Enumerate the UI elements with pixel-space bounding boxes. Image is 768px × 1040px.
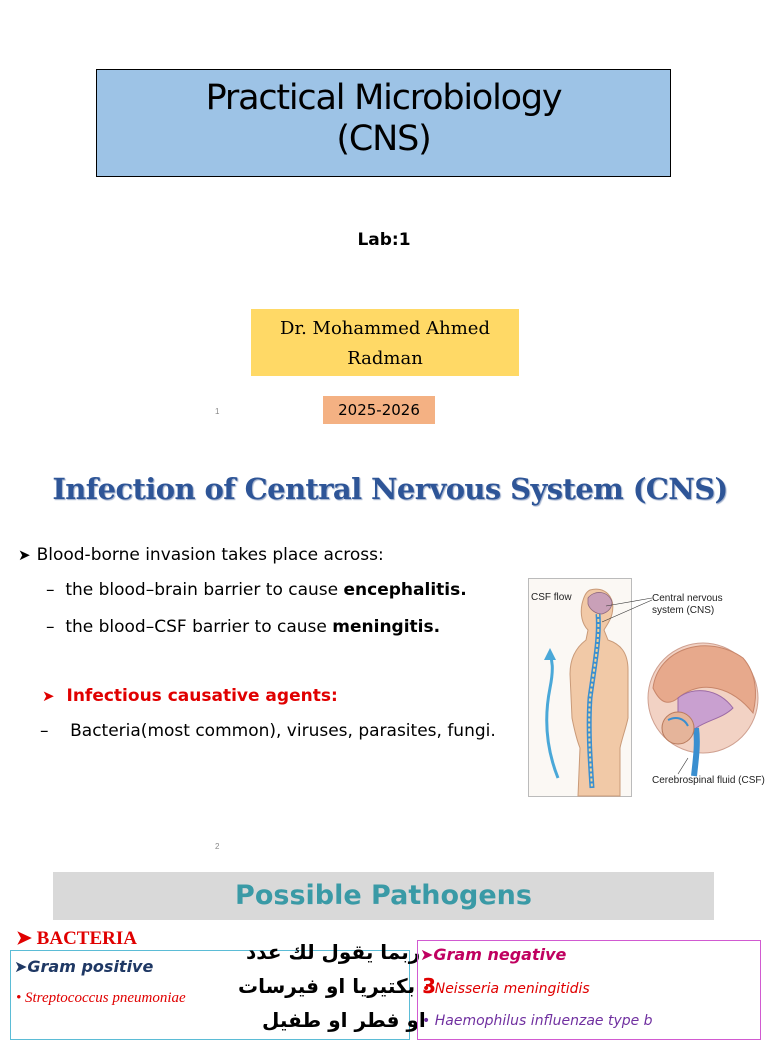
arabic-note-line-2: 3 بكتيريا او فيرسات — [238, 974, 436, 998]
bacteria-text: BACTERIA — [36, 928, 137, 949]
gram-negative-item-1: • Neisseria meningitidis — [422, 981, 590, 997]
author-box: Dr. Mohammed Ahmed Radman — [251, 309, 519, 376]
gp-item-text: Streptococcus pneumoniae — [25, 990, 186, 1006]
dot-bullet-icon: • — [422, 981, 435, 997]
title-box: Practical Microbiology (CNS) — [96, 69, 671, 177]
bullet-blood-borne: ➤ Blood-borne invasion takes place across… — [18, 545, 384, 565]
agents-heading-text: Infectious causative agents: — [66, 686, 338, 706]
arrow-bullet-icon: ➤ — [42, 687, 55, 705]
arabic-note-number: 3 — [422, 974, 437, 998]
page-number-1: 1 — [215, 407, 220, 416]
gram-positive-text: Gram positive — [27, 957, 154, 976]
gram-negative-text: Gram negative — [433, 945, 567, 964]
title-line-2: (CNS) — [336, 119, 431, 159]
slide3-title-bar — [53, 872, 714, 920]
arrow-bullet-icon: ➤ — [16, 928, 37, 949]
gn-item-text: Haemophilus influenzae type b — [434, 1013, 653, 1029]
dash-icon: – — [40, 721, 71, 741]
arabic-note-line-3: او فطر او طفيل — [262, 1008, 426, 1032]
author-line-2: Radman — [347, 348, 423, 369]
year-badge: 2025-2026 — [323, 396, 435, 424]
csf-label: Cerebrospinal fluid (CSF) — [652, 775, 765, 786]
cns-illustration — [544, 588, 759, 797]
author-line-1: Dr. Mohammed Ahmed — [280, 318, 490, 339]
agents-list: – Bacteria(most common), viruses, parasi… — [40, 721, 496, 741]
cns-label-line-2: system (CNS) — [652, 605, 715, 616]
gram-positive-item: • Streptococcus pneumoniae — [16, 990, 186, 1007]
arabic-note-text: بكتيريا او فيرسات — [238, 974, 416, 998]
sub-bullet-text: the blood–CSF barrier to cause — [65, 617, 333, 637]
arabic-note-line-1: ربما يقول لك عدد — [246, 940, 421, 964]
sub-bullet-bold: encephalitis. — [343, 580, 467, 600]
gram-negative-item-2: • Haemophilus influenzae type b — [422, 1013, 653, 1029]
sub-bullet-encephalitis: – the blood–brain barrier to cause encep… — [46, 580, 467, 600]
dash-icon: – — [46, 580, 66, 600]
slide2-title: Infection of Central Nervous System (CNS… — [52, 472, 728, 506]
page-number-2: 2 — [215, 842, 220, 851]
gn-item-text: Neisseria meningitidis — [434, 981, 590, 997]
title-line-1: Practical Microbiology — [205, 78, 563, 118]
dot-bullet-icon: • — [422, 1013, 435, 1029]
arrow-bullet-icon: ➤ — [18, 546, 31, 564]
lab-label: Lab:1 — [357, 230, 411, 250]
sub-bullet-bold: meningitis. — [332, 617, 441, 637]
gram-positive-heading: ➤Gram positive — [14, 957, 153, 976]
bacteria-heading: ➤ BACTERIA — [16, 927, 137, 950]
slide3-title: Possible Pathogens — [235, 880, 532, 911]
agents-text: Bacteria(most common), viruses, parasite… — [70, 721, 496, 741]
sub-bullet-text: the blood–brain barrier to cause — [65, 580, 344, 600]
arrow-bullet-icon: ➤ — [14, 957, 28, 976]
dash-icon: – — [46, 617, 66, 637]
sub-bullet-meningitis: – the blood–CSF barrier to cause meningi… — [46, 617, 440, 637]
dot-bullet-icon: • — [16, 990, 26, 1006]
bullet-text: Blood-borne invasion takes place across: — [36, 545, 384, 565]
gram-negative-heading: ➤Gram negative — [420, 945, 566, 964]
arrow-bullet-icon: ➤ — [420, 945, 434, 964]
csf-flow-label: CSF flow — [531, 592, 572, 603]
agents-heading: ➤ Infectious causative agents: — [42, 686, 338, 706]
cns-label-line-1: Central nervous — [652, 593, 723, 604]
